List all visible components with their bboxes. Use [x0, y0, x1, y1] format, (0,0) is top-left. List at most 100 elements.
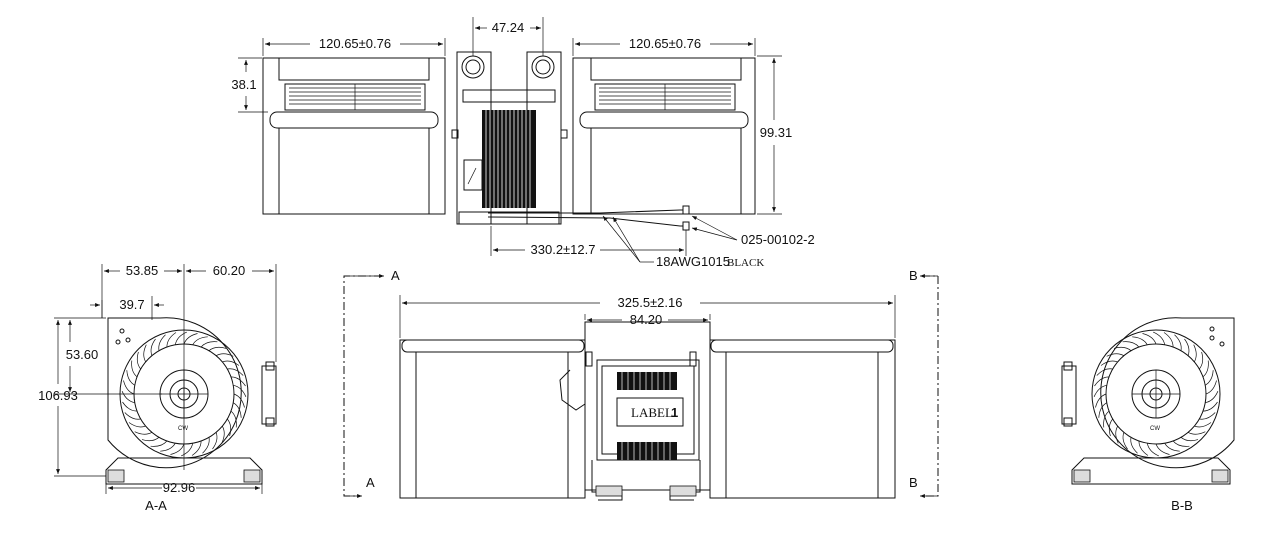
impeller-blade	[1193, 344, 1197, 363]
impeller-blade	[233, 393, 245, 408]
top-motor	[451, 51, 568, 225]
impeller-blade	[1094, 376, 1110, 387]
impeller-blade	[1132, 336, 1148, 345]
impeller-blade	[1205, 370, 1214, 386]
impeller-blade	[124, 412, 141, 420]
impeller-blade	[1174, 334, 1182, 351]
impeller-blade	[1106, 353, 1125, 357]
rotation-a: CW	[178, 426, 188, 432]
impeller-blade	[141, 437, 160, 442]
impeller-blade	[1205, 391, 1219, 404]
impeller-blade	[1194, 422, 1212, 428]
impeller-blade	[1187, 431, 1206, 435]
front-view: A A B B	[343, 268, 939, 501]
motor-label-text: LABEL	[631, 405, 673, 420]
impeller-blade	[160, 443, 176, 452]
impeller-blade	[122, 401, 138, 412]
dim-overall-length: 325.5±2.16	[618, 295, 683, 310]
impeller-blade	[227, 368, 244, 376]
impeller-blade	[221, 425, 225, 444]
section-b-view: CW B-B	[1061, 317, 1235, 513]
impeller-blade	[1113, 346, 1132, 351]
impeller-blade	[170, 443, 185, 455]
front-dimensions	[399, 295, 896, 338]
impeller-blade	[1130, 437, 1138, 454]
impeller-blade	[1163, 332, 1174, 348]
top-dimensions	[238, 17, 782, 263]
impeller-blade	[227, 418, 232, 437]
dim-motor-width: 84.20	[630, 312, 663, 327]
impeller-blade	[215, 353, 234, 357]
dim-shaft-spacing: 47.24	[492, 20, 525, 35]
front-left-housing	[399, 339, 586, 499]
impeller-blade	[1202, 401, 1218, 412]
impeller-blade	[1115, 425, 1119, 444]
impeller-blade	[1095, 393, 1107, 408]
impeller-blade	[1093, 384, 1107, 397]
top-view: 120.65±0.76 120.65±0.76 47.24 38.1 99.31…	[231, 17, 815, 269]
dim-a-upper-height: 53.60	[66, 347, 99, 362]
impeller-blade	[1138, 440, 1149, 456]
lead-wires	[487, 205, 690, 231]
impeller-blade	[1172, 440, 1190, 447]
impeller-blade	[230, 376, 246, 387]
impeller-blade	[131, 360, 138, 378]
impeller-blade	[183, 333, 198, 345]
dim-lead-length: 330.2±12.7	[531, 242, 596, 257]
section-a-bottom: A	[366, 475, 375, 490]
impeller-blade	[230, 410, 237, 428]
impeller-blade	[208, 346, 227, 351]
impeller-blade	[1122, 341, 1140, 348]
section-a-top: A	[391, 268, 400, 283]
impeller-blade	[123, 380, 135, 395]
section-lines	[343, 274, 939, 498]
dim-height-left: 38.1	[231, 77, 256, 92]
impeller-blade	[202, 437, 210, 454]
impeller-blade	[143, 344, 147, 363]
section-a-view: 53.85 60.20 39.7 53.60 106.93 92.96 CW A…	[38, 263, 277, 513]
impeller-blade	[136, 351, 141, 370]
impeller-blade	[233, 402, 242, 418]
impeller-blade	[1100, 360, 1118, 366]
impeller-blade	[1096, 368, 1113, 376]
section-a-dimensions	[54, 264, 277, 494]
section-a-title: A-A	[145, 498, 167, 513]
impeller-blade	[212, 432, 218, 450]
impeller-blade	[192, 336, 208, 345]
impeller-blade	[1180, 437, 1199, 442]
dim-a-right: 60.20	[213, 263, 246, 278]
impeller-blade	[126, 370, 135, 386]
impeller-blade	[128, 422, 146, 428]
impeller-blade	[1202, 360, 1209, 378]
impeller-blade	[200, 341, 218, 348]
impeller-blade	[1155, 443, 1170, 455]
wire-spec-label: 18AWG1015	[656, 254, 730, 269]
dim-a-left: 53.85	[126, 263, 159, 278]
dim-a-total-height: 106.93	[38, 388, 78, 403]
impeller-blade	[1122, 432, 1128, 450]
rotation-b: CW	[1150, 426, 1160, 432]
impeller-blade	[191, 440, 202, 456]
section-b-title: B-B	[1171, 498, 1193, 513]
impeller-blade	[1199, 351, 1204, 370]
impeller-blade	[222, 360, 240, 366]
impeller-blade	[233, 384, 247, 397]
impeller-blade	[166, 332, 177, 348]
impeller-blade	[158, 334, 166, 351]
impeller-blade	[1164, 443, 1180, 452]
impeller-blade	[1103, 410, 1110, 428]
impeller-blade	[1205, 380, 1217, 395]
dim-right-width: 120.65±0.76	[629, 36, 701, 51]
impeller-blade	[150, 440, 168, 447]
section-b-top: B	[909, 268, 918, 283]
impeller-blade	[1146, 443, 1159, 457]
impeller-blade	[1142, 333, 1157, 345]
front-motor	[559, 321, 711, 501]
dim-height-right: 99.31	[760, 125, 793, 140]
front-right-housing	[709, 339, 896, 499]
impeller-blade	[1098, 402, 1107, 418]
dim-a-hub: 39.7	[119, 297, 144, 312]
motor-label-number: 1	[671, 405, 678, 420]
impeller-blade	[181, 443, 194, 457]
